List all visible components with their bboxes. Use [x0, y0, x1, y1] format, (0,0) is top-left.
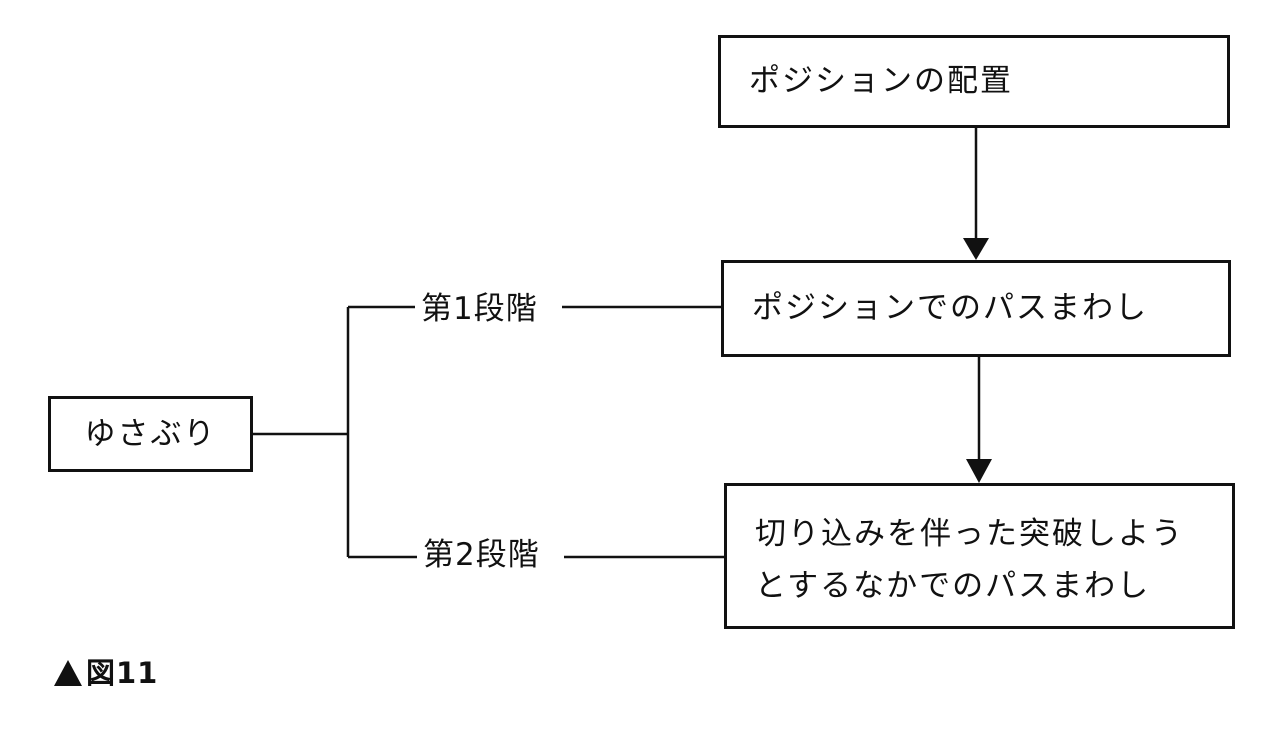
stage-1-label: 第1段階: [415, 289, 544, 329]
node-position-placement-label: ポジションの配置: [749, 63, 1013, 100]
node-position-placement: ポジションの配置: [718, 35, 1230, 128]
node-yusaburi-label: ゆさぶり: [84, 415, 217, 452]
node-position-passing-label: ポジションでのパスまわし: [752, 290, 1148, 327]
node-breakthrough-passing-line2: とするなかでのパスまわし: [755, 568, 1151, 604]
node-position-passing: ポジションでのパスまわし: [721, 260, 1231, 357]
arrowhead-to-breakthrough-passing: [966, 459, 992, 483]
figure-caption: 図11: [54, 650, 158, 692]
triangle-icon: [54, 660, 82, 686]
node-yusaburi: ゆさぶり: [48, 396, 253, 472]
node-breakthrough-passing-line1: 切り込みを伴った突破しよう: [755, 516, 1184, 552]
arrowhead-to-position-passing: [963, 238, 989, 260]
figure-caption-text: 図11: [86, 656, 159, 690]
stage-2-label: 第2段階: [417, 535, 546, 575]
node-breakthrough-passing: 切り込みを伴った突破しよう とするなかでのパスまわし: [724, 483, 1235, 629]
